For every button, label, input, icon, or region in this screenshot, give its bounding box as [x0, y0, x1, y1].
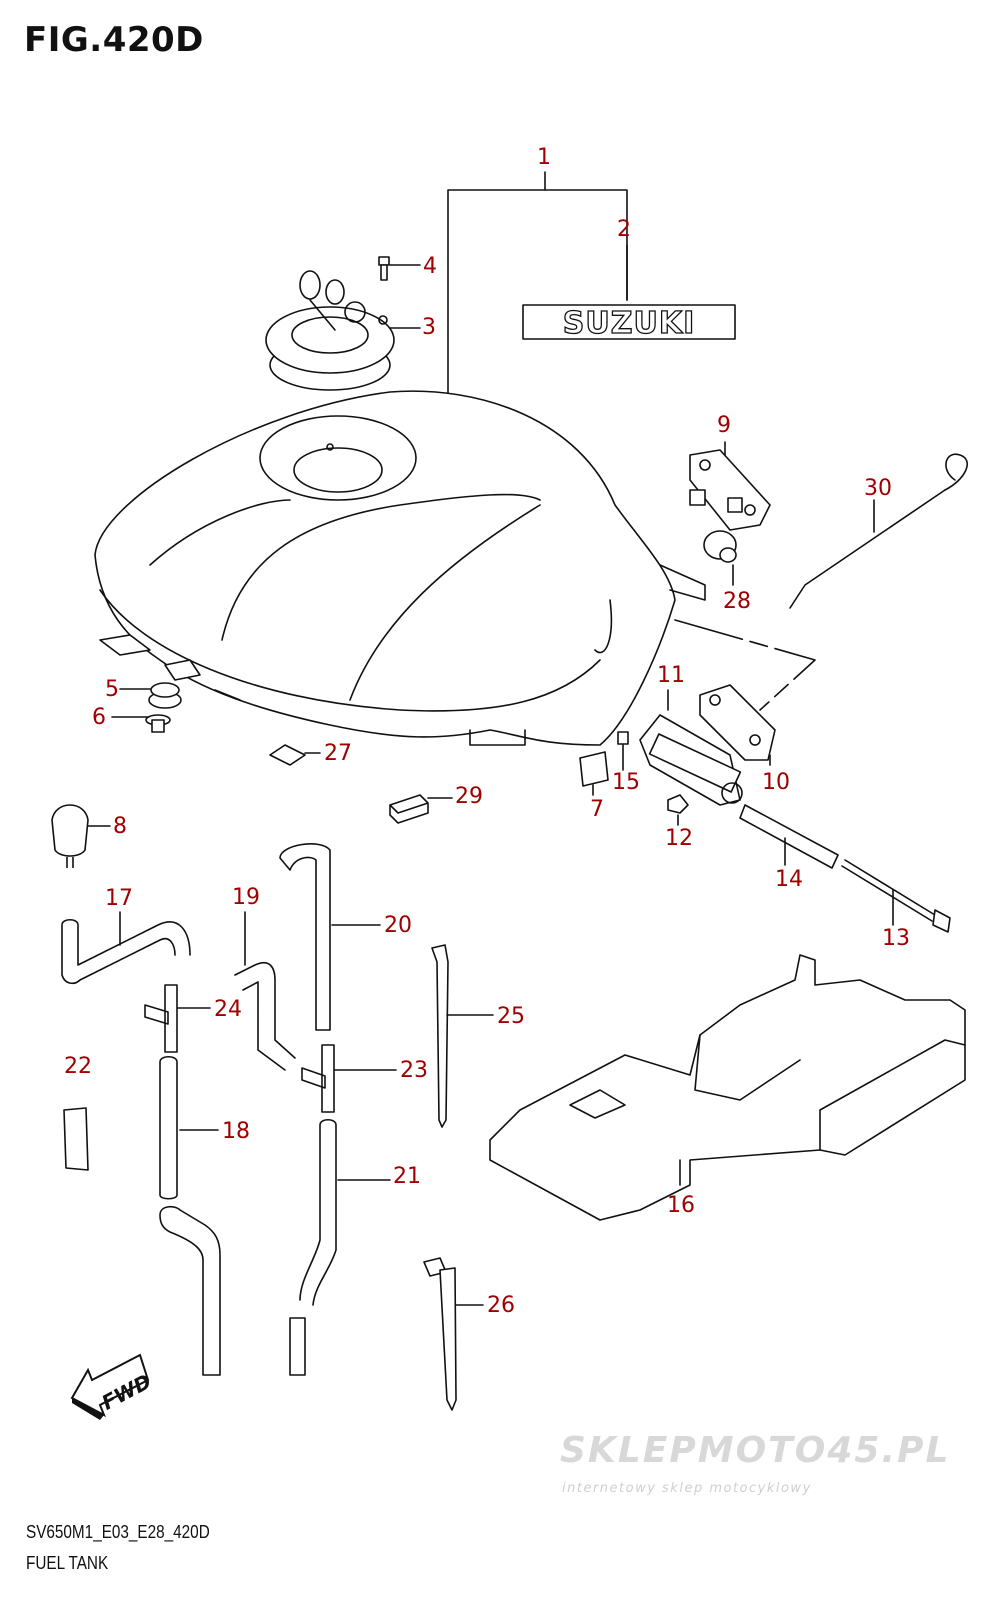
callout-7: 7: [590, 797, 604, 822]
bracket-10: [699, 684, 776, 761]
callout-11: 11: [657, 663, 685, 688]
dashed-guide-line: [674, 619, 816, 711]
callout-28: 28: [723, 589, 751, 614]
callout-5: 5: [105, 677, 119, 702]
callout-12: 12: [665, 826, 693, 851]
figure-name: FUEL TANK: [26, 1553, 109, 1573]
callout-4: 4: [423, 254, 437, 279]
fuel-tank: [94, 390, 706, 746]
callout-2: 2: [617, 217, 631, 242]
bolt-4: [378, 256, 390, 281]
clip-15: [617, 731, 629, 745]
callout-16: 16: [667, 1193, 695, 1218]
joint-24: [144, 984, 178, 1053]
fuel-cap: [265, 270, 395, 391]
grommet-5: [148, 682, 182, 709]
callout-22: 22: [64, 1054, 92, 1079]
callout-9: 9: [717, 413, 731, 438]
figure-title: FIG.420D: [24, 20, 204, 60]
cover-16: [489, 954, 966, 1221]
damper-28: [703, 530, 737, 563]
nut-12: [667, 794, 689, 814]
callout-8: 8: [113, 814, 127, 839]
fwd-arrow-icon: FWD: [70, 1353, 155, 1420]
prop-rod-30: [789, 453, 968, 609]
callout-17: 17: [105, 886, 133, 911]
callout-26: 26: [487, 1293, 515, 1318]
callout-21: 21: [393, 1164, 421, 1189]
hinge-11: [639, 714, 743, 806]
cushion-8: [51, 804, 89, 868]
hose-20: [279, 843, 331, 1031]
watermark: SKLEPMOTO45.PL internetowy sklep motocyk…: [560, 1430, 950, 1496]
joint-23: [301, 1044, 335, 1113]
callout-19: 19: [232, 885, 260, 910]
callout-24: 24: [214, 997, 242, 1022]
cable-tie-25: [431, 944, 449, 1128]
suzuki-emblem: SUZUKI: [522, 304, 736, 342]
hose-21: [299, 1118, 337, 1306]
hose-19: [234, 961, 296, 1071]
callout-29: 29: [455, 784, 483, 809]
block-29: [389, 794, 429, 824]
hose-18b: [159, 1205, 221, 1376]
hose-21b: [289, 1317, 306, 1376]
callout-1: 1: [537, 145, 551, 170]
pad-22: [63, 1107, 89, 1171]
collar-14: [739, 804, 839, 869]
callout-14: 14: [775, 867, 803, 892]
emblem-text: SUZUKI: [563, 306, 696, 341]
watermark-tagline: internetowy sklep motocyklowy: [562, 1481, 812, 1496]
hose-17: [61, 918, 191, 985]
callout-25: 25: [497, 1004, 525, 1029]
label-7: [579, 751, 609, 787]
callout-20: 20: [384, 913, 412, 938]
watermark-brand: SKLEPMOTO45.PL: [560, 1430, 950, 1471]
callout-15: 15: [612, 770, 640, 795]
assembly-bracket: [447, 189, 628, 396]
collar-6: [145, 714, 171, 733]
hose-18: [159, 1055, 178, 1200]
callout-23: 23: [400, 1058, 428, 1083]
cable-tie-26: [423, 1257, 457, 1411]
callout-6: 6: [92, 705, 106, 730]
callout-30: 30: [864, 476, 892, 501]
callout-10: 10: [762, 770, 790, 795]
bracket-9: [689, 449, 771, 531]
label-27: [269, 744, 306, 766]
callout-18: 18: [222, 1119, 250, 1144]
callout-3: 3: [422, 315, 436, 340]
callout-13: 13: [882, 926, 910, 951]
callout-27: 27: [324, 741, 352, 766]
bolt-13: [841, 859, 951, 933]
figure-code: SV650M1_E03_E28_420D: [26, 1522, 210, 1542]
